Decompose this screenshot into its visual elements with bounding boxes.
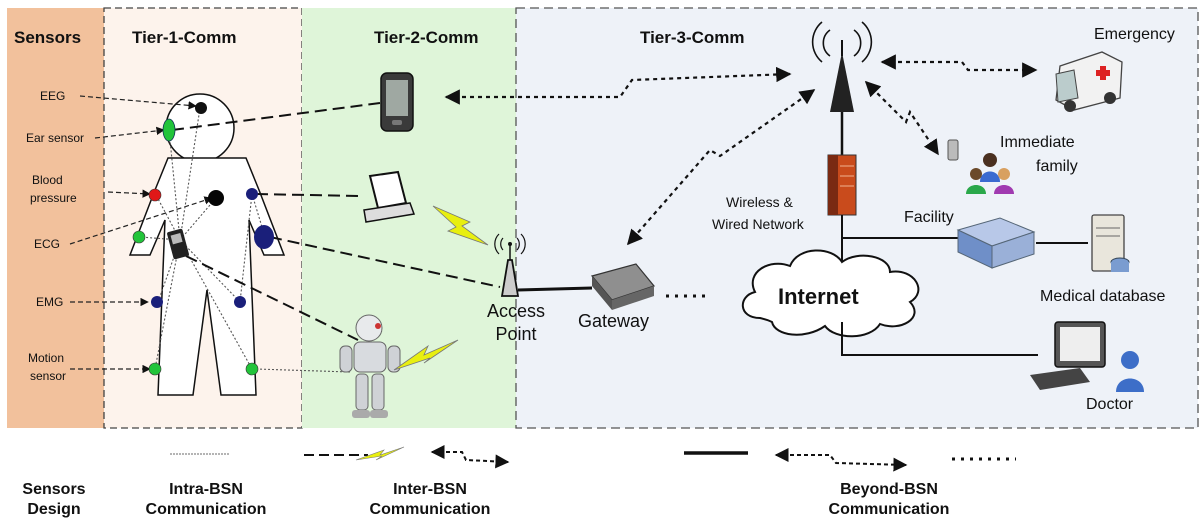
doctor-person-icon (1116, 351, 1144, 392)
medical-database-icon (1091, 214, 1130, 272)
legend-intra: Intra-BSN Communication (126, 480, 286, 520)
laptop-icon (363, 170, 416, 223)
tier1-header: Tier-1-Comm (132, 28, 237, 47)
beyond-bsn-arrows (444, 54, 1038, 246)
gateway-label: Gateway (578, 311, 650, 331)
lightning-robot-icon (393, 339, 459, 371)
family-label-line2: family (1036, 158, 1078, 175)
right-shoulder-sensor (246, 188, 258, 200)
internet-label: Internet (778, 284, 859, 309)
blood-label-line1: Blood (32, 173, 63, 187)
arm-sensor (254, 225, 274, 249)
motion-label-line1: Motion (28, 351, 65, 365)
ambulance-icon (1055, 51, 1123, 112)
eeg-label: EEG (40, 89, 66, 103)
sensors-band (7, 8, 104, 428)
wireless-label-line1: Wireless & (726, 194, 793, 210)
tier2-header: Tier-2-Comm (374, 28, 479, 47)
family-label-line1: Immediate (1000, 134, 1075, 151)
access-point-label-line2: Point (495, 324, 537, 344)
ear-sensor (162, 118, 176, 142)
eeg-sensor (195, 102, 207, 114)
blood-pressure-sensor (148, 188, 162, 202)
blood-label-line2: pressure (30, 191, 77, 205)
emg-sensor-left (151, 296, 163, 308)
doctor-computer-icon (1030, 321, 1106, 390)
legend-sensors-design: Sensors Design (12, 480, 96, 520)
immediate-family-icon (947, 139, 1014, 194)
facility-label: Facility (904, 209, 954, 226)
cell-tower-icon (811, 21, 873, 112)
motion-sensor-left (148, 362, 162, 376)
legend-beyond-line1: Beyond-BSN (840, 481, 938, 498)
access-point-label-line1: Access (486, 301, 546, 321)
legend-sensors-line1: Sensors (22, 481, 86, 498)
sensors-header: Sensors (14, 28, 82, 47)
legend-beyond: Beyond-BSN Communication (804, 480, 974, 520)
legend-design-line2: Design (27, 501, 81, 518)
emergency-label: Emergency (1094, 26, 1175, 43)
gateway-icon (590, 263, 656, 310)
doctor-label: Doctor (1086, 396, 1134, 413)
network-solid-links (841, 215, 1088, 356)
medical-database-label: Medical database (1040, 288, 1166, 305)
emg-sensor-right (234, 296, 246, 308)
legend-beyond-line2: Communication (828, 501, 950, 518)
legend-inter-line1: Inter-BSN (393, 481, 467, 498)
emg-label: EMG (36, 295, 64, 309)
human-body (128, 93, 286, 396)
inter-bsn-links (171, 102, 501, 341)
ap-gateway-link (517, 286, 593, 292)
legend-inter: Inter-BSN Communication (350, 480, 510, 520)
ear-sensor-label: Ear sensor (26, 131, 85, 145)
access-point-icon (494, 233, 526, 297)
legend-intra-line1: Intra-BSN (169, 481, 243, 498)
internet-cloud-icon (741, 249, 920, 338)
pda-icon (380, 72, 414, 132)
motion-sensor-right (245, 362, 259, 376)
legend-lightning-icon (355, 446, 405, 461)
wireless-label-line2: Wired Network (712, 216, 804, 232)
ecg-sensor (132, 230, 146, 244)
legend-intra-line2: Communication (145, 501, 267, 518)
server-icon (827, 154, 857, 216)
legend-inter-line2: Communication (369, 501, 491, 518)
robot-icon (339, 314, 401, 418)
legend-beyond-arrow (774, 448, 908, 472)
motion-label-line2: sensor (30, 369, 67, 383)
legend-inter-arrow (430, 445, 510, 469)
body-phone-icon (167, 228, 189, 260)
ecg-label: ECG (34, 237, 61, 251)
chest-sensor (208, 190, 224, 206)
tier3-header: Tier-3-Comm (640, 28, 745, 47)
sensor-pointer-arrows (69, 95, 213, 374)
facility-building-icon (956, 217, 1036, 269)
lightning-laptop-icon (432, 205, 489, 246)
